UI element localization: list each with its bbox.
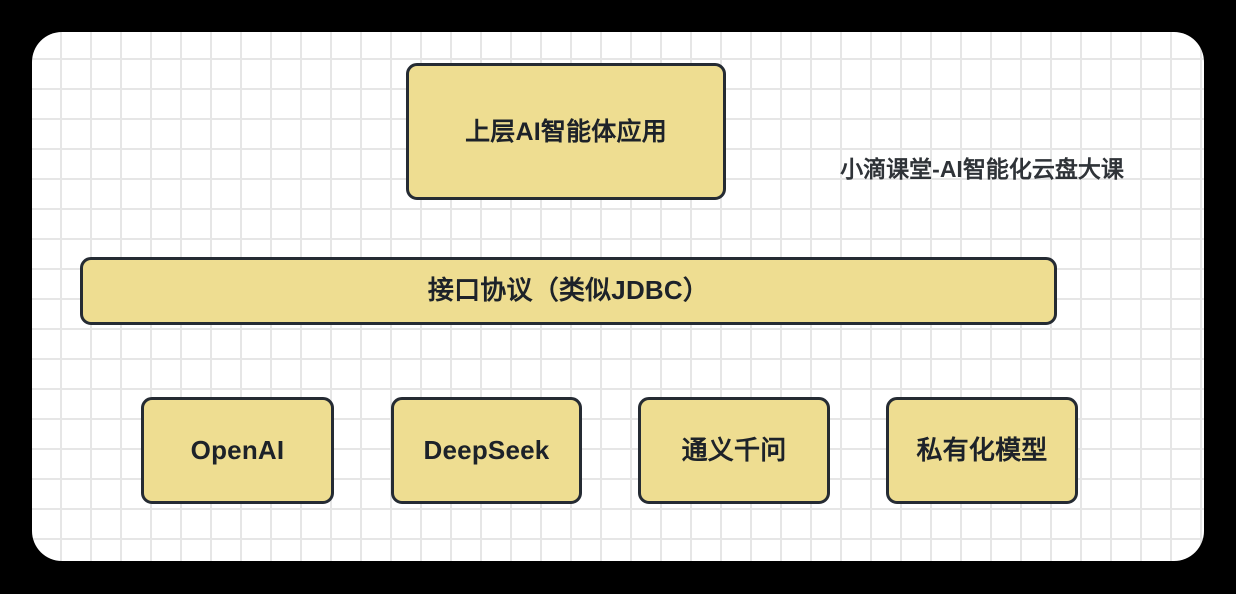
node-interface-protocol[interactable]: 接口协议（类似JDBC） <box>80 257 1057 325</box>
diagram-canvas: 上层AI智能体应用 小滴课堂-AI智能化云盘大课 接口协议（类似JDBC） Op… <box>32 32 1204 561</box>
node-provider-openai[interactable]: OpenAI <box>141 397 334 504</box>
node-provider-private-model[interactable]: 私有化模型 <box>886 397 1078 504</box>
course-title-label: 小滴课堂-AI智能化云盘大课 <box>840 156 1124 182</box>
node-upper-ai-agent-application[interactable]: 上层AI智能体应用 <box>406 63 726 200</box>
node-provider-deepseek[interactable]: DeepSeek <box>391 397 582 504</box>
node-provider-qwen[interactable]: 通义千问 <box>638 397 830 504</box>
